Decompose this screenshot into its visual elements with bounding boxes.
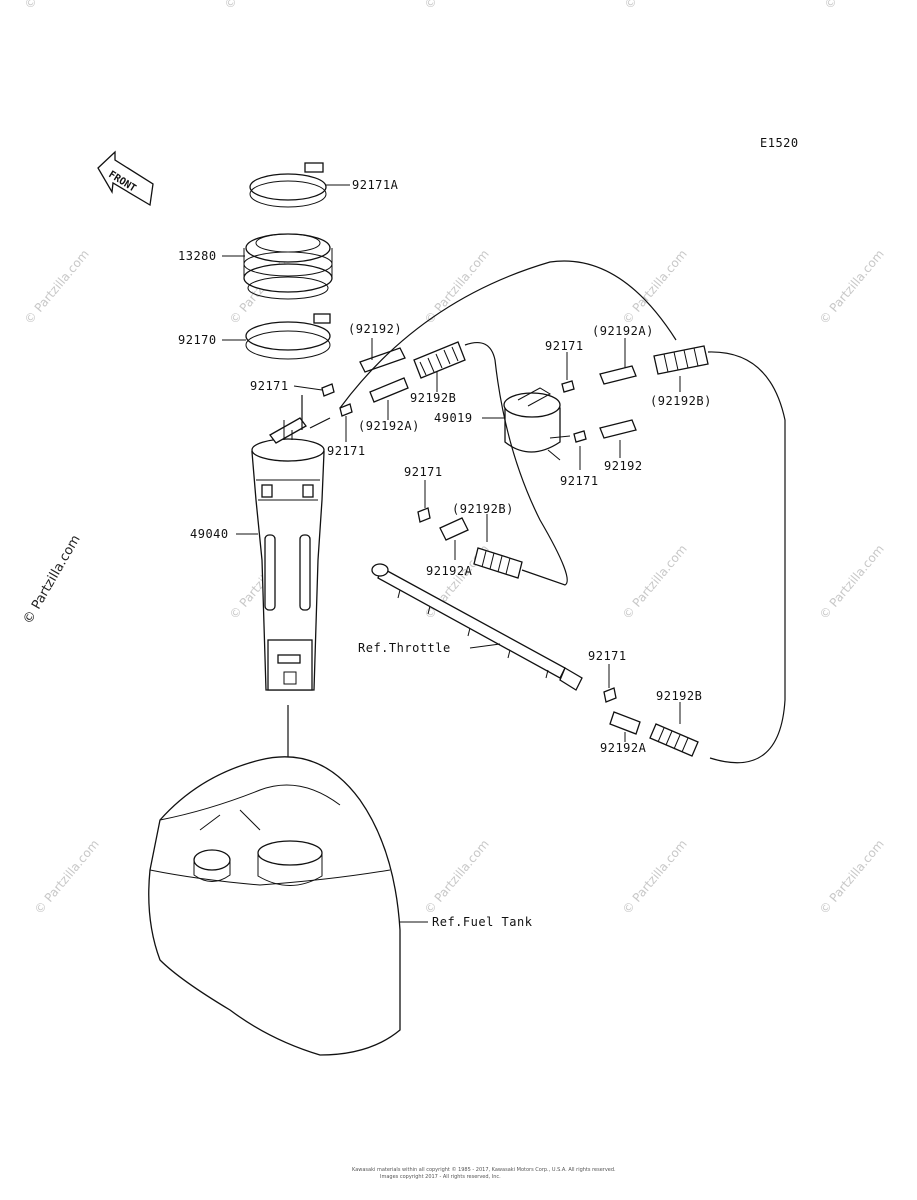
watermark: © Partzilla.com bbox=[32, 837, 102, 917]
watermark: © Partzilla.com bbox=[422, 0, 492, 12]
part-label: 49019 bbox=[434, 411, 473, 425]
watermark-side: © Partzilla.com bbox=[20, 533, 83, 627]
part-label: 92170 bbox=[178, 333, 217, 347]
part-label: (92192A) bbox=[592, 324, 654, 338]
ref-label: Ref.Throttle bbox=[358, 641, 451, 655]
watermark: © Partzilla.com bbox=[222, 0, 292, 12]
watermark: © Partzilla.com bbox=[817, 542, 887, 622]
watermark: © Partzilla.com bbox=[22, 247, 92, 327]
part-label: 92171 bbox=[588, 649, 627, 663]
part-label: 92192B bbox=[410, 391, 456, 405]
hose-clamp-bottom-icon bbox=[245, 313, 331, 360]
part-label: 49040 bbox=[190, 527, 229, 541]
fuel-filter-icon bbox=[503, 345, 709, 461]
part-label: 13280 bbox=[178, 249, 217, 263]
watermark: © Partzilla.com bbox=[422, 247, 492, 327]
watermark: © Partzilla.com bbox=[817, 247, 887, 327]
footer-copyright-2: Images copyright 2017 - All rights reser… bbox=[380, 1174, 501, 1180]
ref-label: Ref.Fuel Tank bbox=[432, 915, 533, 929]
part-label: 92192B bbox=[656, 689, 702, 703]
footer-copyright: Kawasaki materials within all copyright … bbox=[352, 1166, 616, 1173]
part-label: 92192A bbox=[426, 564, 473, 578]
part-label: 92171 bbox=[404, 465, 443, 479]
throttle-hose-group bbox=[371, 507, 699, 757]
watermark: © Partzilla.com bbox=[622, 0, 692, 12]
fuel-line-routing bbox=[339, 260, 786, 764]
part-label: 92171 bbox=[327, 444, 366, 458]
fuel-tank-icon bbox=[148, 756, 401, 1056]
diagram-code: E1520 bbox=[760, 136, 799, 150]
part-label: 92171 bbox=[545, 339, 584, 353]
fuel-pump-icon bbox=[251, 395, 331, 691]
part-label: 92192A bbox=[600, 741, 647, 755]
part-label: (92192B) bbox=[452, 502, 514, 516]
hose-group-left bbox=[321, 341, 466, 417]
part-label: (92192B) bbox=[650, 394, 712, 408]
watermark: © Partzilla.com bbox=[817, 837, 887, 917]
part-label: (92192A) bbox=[358, 419, 420, 433]
part-label: 92171 bbox=[250, 379, 289, 393]
hose-clamp-top-icon bbox=[249, 162, 327, 208]
part-label: (92192) bbox=[348, 322, 402, 336]
part-label: 92171A bbox=[352, 178, 399, 192]
watermark: © Partzilla.com bbox=[620, 837, 690, 917]
watermark: © Partzilla.com bbox=[822, 0, 892, 12]
part-label: 92192 bbox=[604, 459, 643, 473]
rubber-seal-icon bbox=[243, 233, 333, 300]
part-label: 92171 bbox=[560, 474, 599, 488]
watermark: © Partzilla.com bbox=[22, 0, 92, 12]
watermark: © Partzilla.com bbox=[422, 837, 492, 917]
front-arrow-icon: FRONT bbox=[97, 150, 154, 207]
watermark: © Partzilla.com bbox=[620, 542, 690, 622]
